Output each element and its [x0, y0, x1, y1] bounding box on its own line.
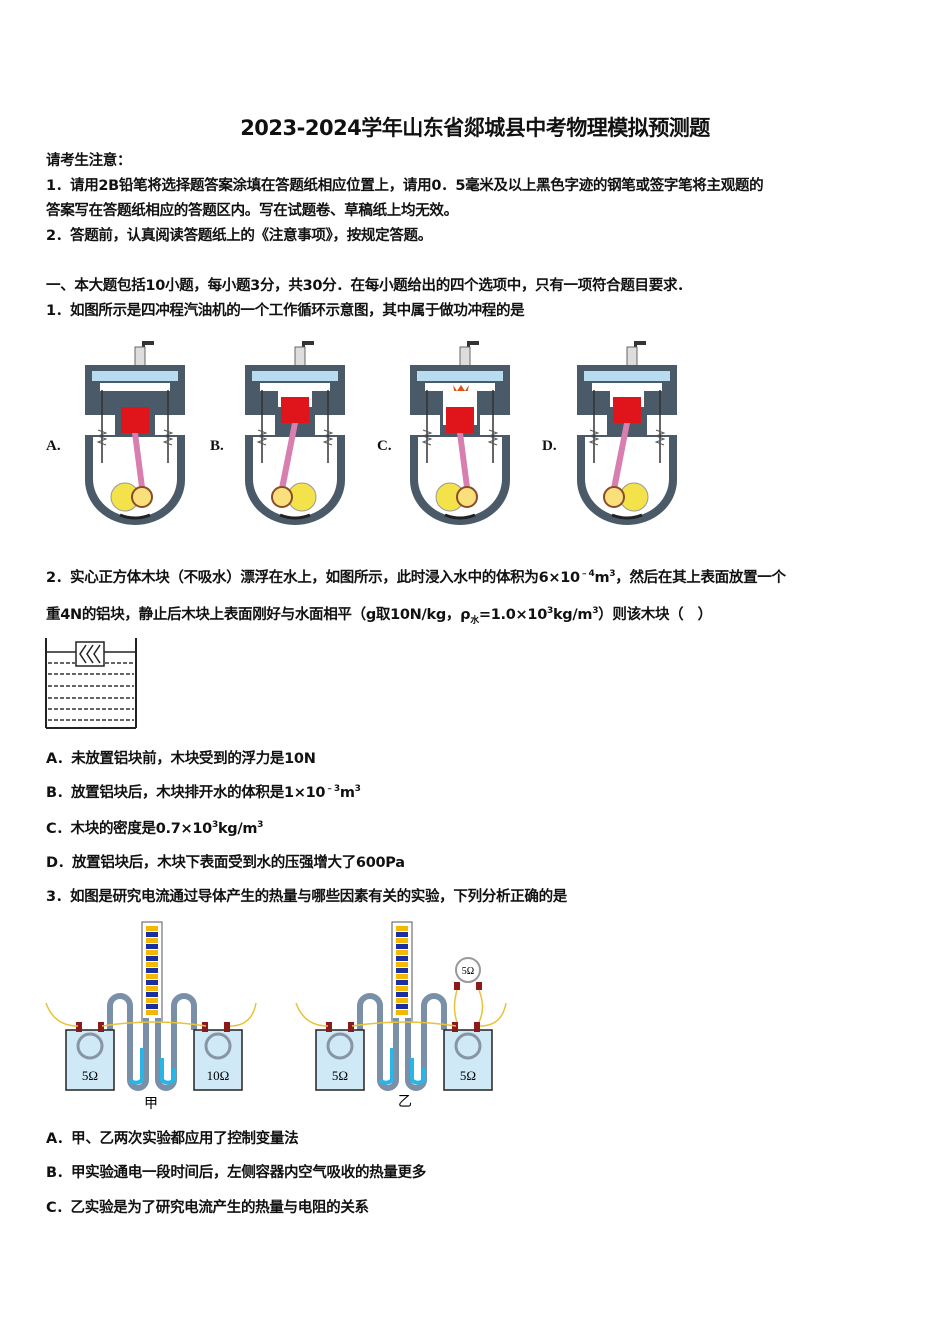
question-2-option-a[interactable]: A．未放置铝块前，木块受到的浮力是10N [46, 751, 316, 767]
question-2-option-d[interactable]: D．放置铝块后，木块下表面受到水的压强增大了600Pa [46, 855, 405, 871]
question-2-option-b[interactable]: B．放置铝块后，木块排开水的体积是1×10﹣3m3 [46, 784, 361, 801]
question-3-option-b[interactable]: B．甲实验通电一段时间后，左侧容器内空气吸收的热量更多 [46, 1165, 426, 1181]
question-2-stem-line-1: 2．实心正方体木块（不吸水）漂浮在水上，如图所示，此时浸入水中的体积为6×10﹣… [46, 569, 786, 586]
parallel-resistor-label: 5Ω [462, 966, 474, 977]
engine-diagrams: A. B. C. D. [40, 335, 700, 535]
notice-item-1-cont: 答案写在答题纸相应的答题区内。写在试题卷、草稿纸上均无效。 [46, 203, 458, 219]
question-3-option-c[interactable]: C．乙实验是为了研究电流产生的热量与电阻的关系 [46, 1200, 369, 1216]
notice-heading: 请考生注意： [46, 153, 132, 169]
notice-item-1: 1．请用2B铅笔将选择题答案涂填在答题纸相应位置上，请用0．5毫米及以上黑色字迹… [46, 178, 764, 194]
notice-item-2: 2．答题前，认真阅读答题纸上的《注意事项》，按规定答题。 [46, 228, 432, 244]
engine-option-a-label: A. [46, 438, 61, 454]
question-3-stem: 3．如图是研究电流通过导体产生的热量与哪些因素有关的实验，下列分析正确的是 [46, 889, 567, 905]
question-2-option-c[interactable]: C．木块的密度是0.7×103kg/m3 [46, 820, 264, 837]
page-title: 2023-2024学年山东省郯城县中考物理模拟预测题 [240, 116, 710, 140]
question-2-stem-line-2: 重4N的铝块，静止后木块上表面刚好与水面相平（g取10N/kg，ρ水=1.0×1… [46, 606, 712, 626]
resistor-label: 5Ω [460, 1068, 476, 1083]
question-3-option-a[interactable]: A．甲、乙两次实验都应用了控制变量法 [46, 1131, 299, 1147]
engine-diagram-a [85, 341, 185, 525]
engine-diagram-c [410, 341, 510, 525]
figure-caption-jia: 甲 [144, 1096, 158, 1112]
experiment-jia-figure: 5Ω 10Ω 甲 [45, 921, 257, 1112]
section-heading: 一、本大题包括10小题，每小题3分，共30分．在每小题给出的四个选项中，只有一项… [46, 278, 692, 294]
question-1-stem: 1．如图所示是四冲程汽油机的一个工作循环示意图，其中属于做功冲程的是 [46, 303, 525, 319]
resistor-label: 5Ω [332, 1068, 348, 1083]
engine-option-c-label: C. [377, 438, 392, 454]
engine-option-b-label: B. [210, 438, 224, 454]
engine-diagram-b [245, 341, 345, 525]
engine-diagram-d [577, 341, 677, 525]
resistor-label: 10Ω [207, 1068, 230, 1083]
engine-option-d-label: D. [542, 438, 557, 454]
experiment-yi-figure: 5Ω 5Ω 5Ω 乙 [295, 921, 507, 1110]
figure-caption-yi: 乙 [398, 1094, 412, 1110]
floating-block-figure [45, 638, 137, 729]
resistor-label: 5Ω [82, 1068, 98, 1083]
